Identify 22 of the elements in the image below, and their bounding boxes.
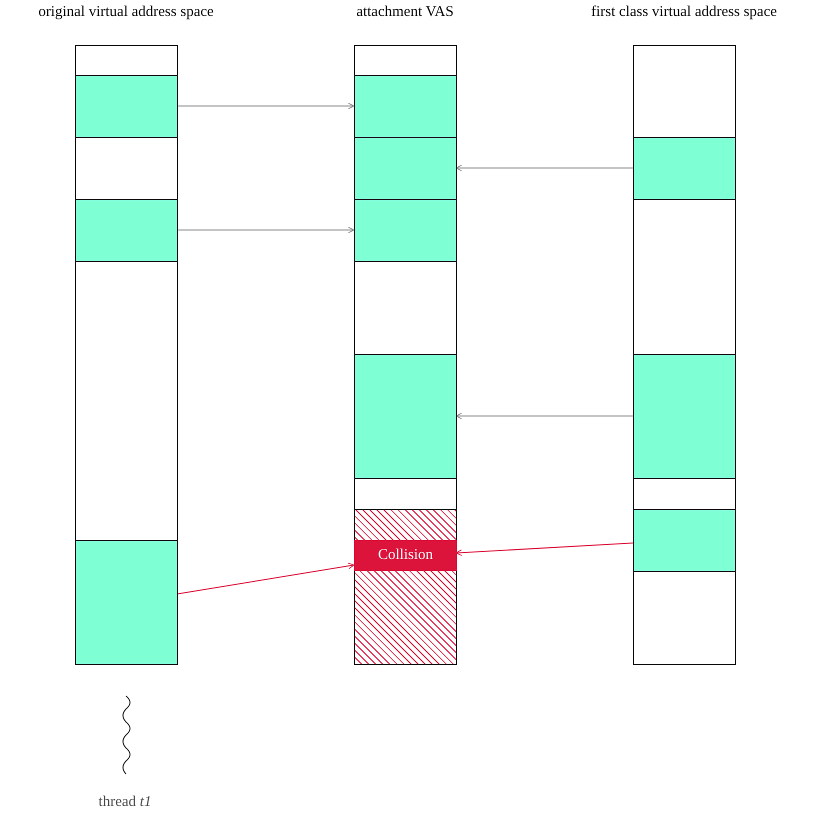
arrow — [456, 412, 634, 420]
arrow — [176, 226, 354, 234]
memory-segment — [633, 509, 736, 572]
memory-segment — [633, 354, 736, 479]
memory-segment — [354, 199, 457, 262]
memory-segment — [75, 75, 178, 138]
column-title: attachment VAS — [355, 4, 455, 21]
arrow — [176, 562, 354, 594]
column-title: original virtual address space — [37, 4, 215, 21]
arrow — [456, 164, 634, 172]
arrow — [456, 542, 634, 556]
thread-label: thread t1 — [98, 794, 152, 811]
memory-segment — [75, 540, 178, 665]
memory-segment — [633, 137, 736, 200]
memory-segment — [354, 75, 457, 138]
hatched-region — [354, 509, 457, 665]
column-title: first class virtual address space — [590, 4, 778, 21]
collision-region: Collision — [354, 540, 457, 571]
memory-segment — [354, 354, 457, 479]
memory-segment — [354, 137, 457, 200]
memory-segment — [75, 199, 178, 262]
arrow — [176, 102, 354, 110]
